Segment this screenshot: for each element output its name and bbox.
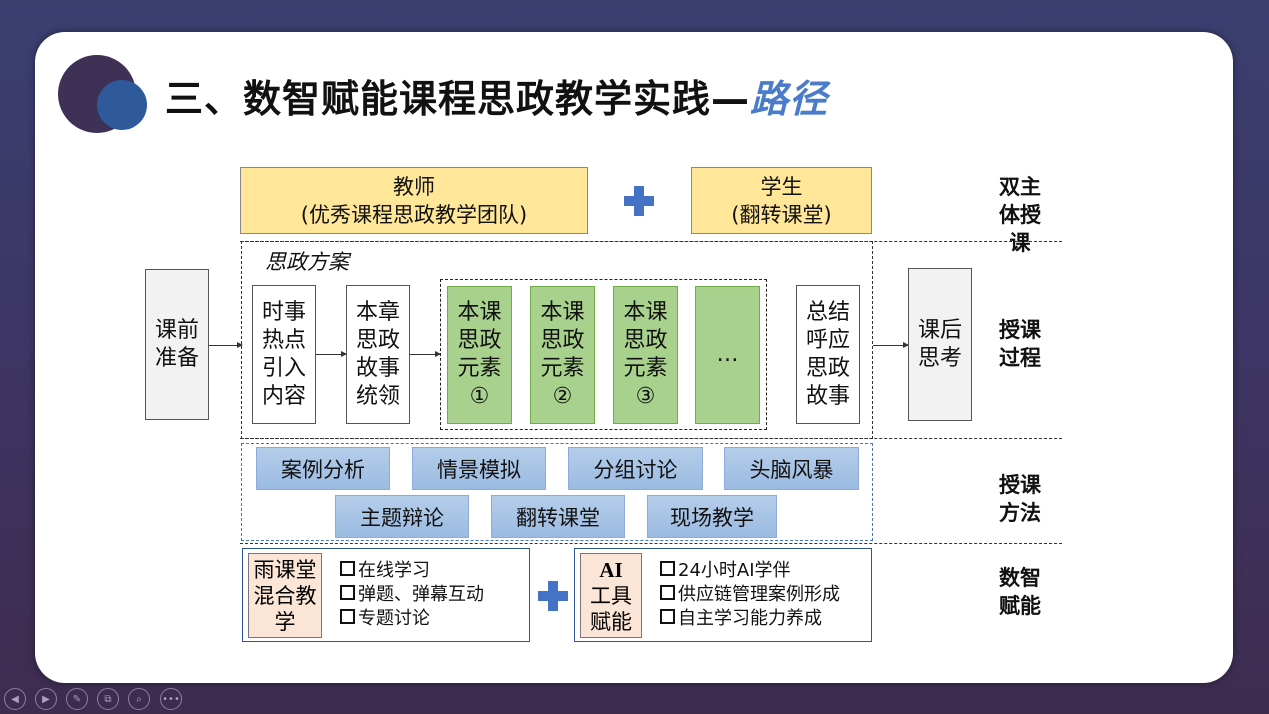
label-process: 授课过程 — [999, 318, 1041, 370]
arrow — [873, 342, 909, 348]
summary-box: 总结呼应思政故事 — [796, 285, 860, 424]
method-debate: 主题辩论 — [335, 495, 469, 538]
plus-icon — [538, 581, 568, 611]
previous-slide-button[interactable]: ◀ — [4, 688, 26, 710]
label-digital: 数智赋能 — [999, 566, 1041, 618]
element-box-2: 本课思政元素② — [530, 286, 595, 424]
method-flipped-classroom: 翻转课堂 — [491, 495, 625, 538]
pen-tool-button[interactable]: ✎ — [66, 688, 88, 710]
scheme-frame — [241, 241, 873, 439]
element-box-1: 本课思政元素① — [447, 286, 512, 424]
element-box-3: 本课思政元素③ — [613, 286, 678, 424]
next-slide-button[interactable]: ▶ — [35, 688, 57, 710]
decor-circle-blue — [97, 80, 147, 130]
list-item: 24小时AI学伴 — [660, 559, 840, 583]
arrow — [209, 342, 243, 348]
story-box: 本章思政故事统领 — [346, 285, 410, 424]
scheme-label: 思政方案 — [265, 250, 349, 274]
plus-icon — [624, 186, 654, 216]
label-dual: 双主体授课 — [999, 175, 1041, 255]
list-item: 专题讨论 — [340, 607, 484, 631]
method-scenario-simulation: 情景模拟 — [412, 447, 546, 490]
rain-classroom-tag: 雨课堂混合教学 — [248, 553, 322, 638]
more-options-button[interactable]: ••• — [160, 688, 182, 710]
student-box: 学生(翻转课堂) — [691, 167, 872, 234]
rain-classroom-list: 在线学习 弹题、弹幕互动 专题讨论 — [340, 559, 484, 631]
method-case-analysis: 案例分析 — [256, 447, 390, 490]
label-methods: 授课方法 — [999, 473, 1041, 525]
method-group-discussion: 分组讨论 — [568, 447, 703, 490]
list-item: 在线学习 — [340, 559, 484, 583]
zoom-button[interactable]: ⌕ — [128, 688, 150, 710]
intro-box: 时事热点引入内容 — [252, 285, 316, 424]
divider — [240, 543, 1062, 544]
element-box-more: … — [695, 286, 760, 424]
method-brainstorm: 头脑风暴 — [724, 447, 859, 490]
slide-title: 三、数智赋能课程思政教学实践—路径 — [165, 77, 829, 121]
teacher-box: 教师(优秀课程思政教学团队) — [240, 167, 588, 234]
ai-tools-list: 24小时AI学伴 供应链管理案例形成 自主学习能力养成 — [660, 559, 840, 631]
after-class-box: 课后思考 — [908, 268, 972, 421]
methods-frame — [241, 443, 873, 541]
list-item: 自主学习能力养成 — [660, 607, 840, 631]
list-item: 供应链管理案例形成 — [660, 583, 840, 607]
slide-overview-button[interactable]: ⧉ — [97, 688, 119, 710]
method-field-teaching: 现场教学 — [647, 495, 777, 538]
arrow — [316, 351, 347, 357]
arrow — [410, 351, 441, 357]
before-class-box: 课前准备 — [145, 269, 209, 420]
elements-frame — [440, 279, 767, 430]
list-item: 弹题、弹幕互动 — [340, 583, 484, 607]
